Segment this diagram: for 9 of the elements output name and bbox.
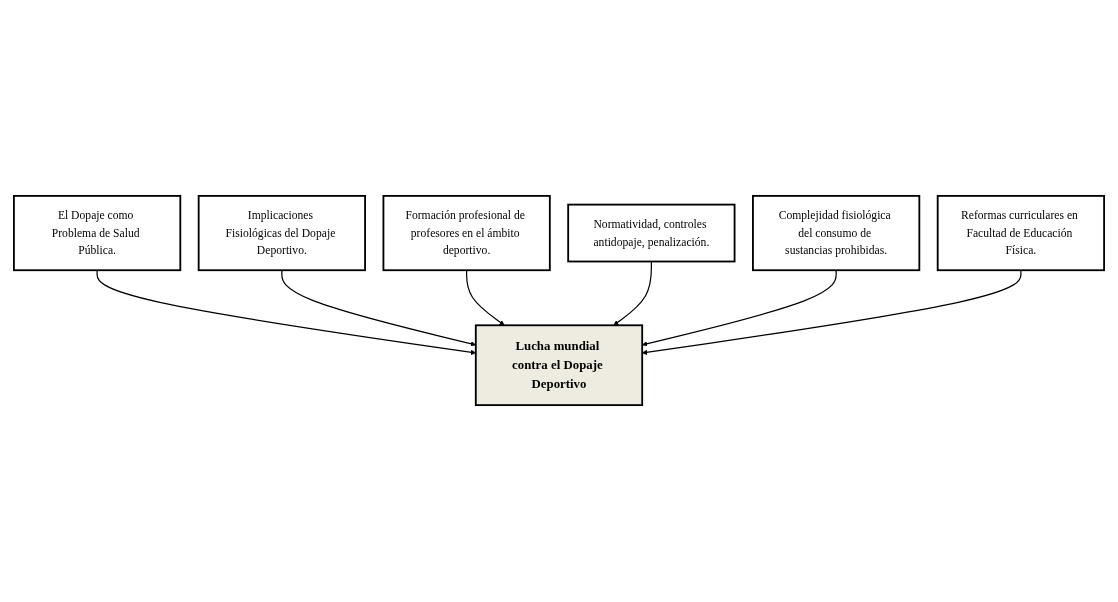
node-box: Implicaciones Fisiológicas del Dopaje Deportivo. bbox=[197, 195, 366, 272]
arrow bbox=[613, 261, 652, 326]
node-box: Reformas curriculares en Facultad de Educación Física. bbox=[936, 195, 1105, 272]
arrow bbox=[466, 270, 505, 326]
node-box: Complejidad fisiológica del consumo de sustancias prohibidas. bbox=[752, 195, 921, 272]
node-box: Formación profesional de profesores en el ámbito deportivo. bbox=[382, 195, 551, 272]
node-box: Normatividad, controles antidopaje, penalización. bbox=[567, 204, 736, 263]
node-box: El Dopaje como Problema de Salud Pública. bbox=[13, 195, 182, 272]
node-box: Lucha mundial contra el Dopaje Deportivo bbox=[474, 324, 644, 407]
